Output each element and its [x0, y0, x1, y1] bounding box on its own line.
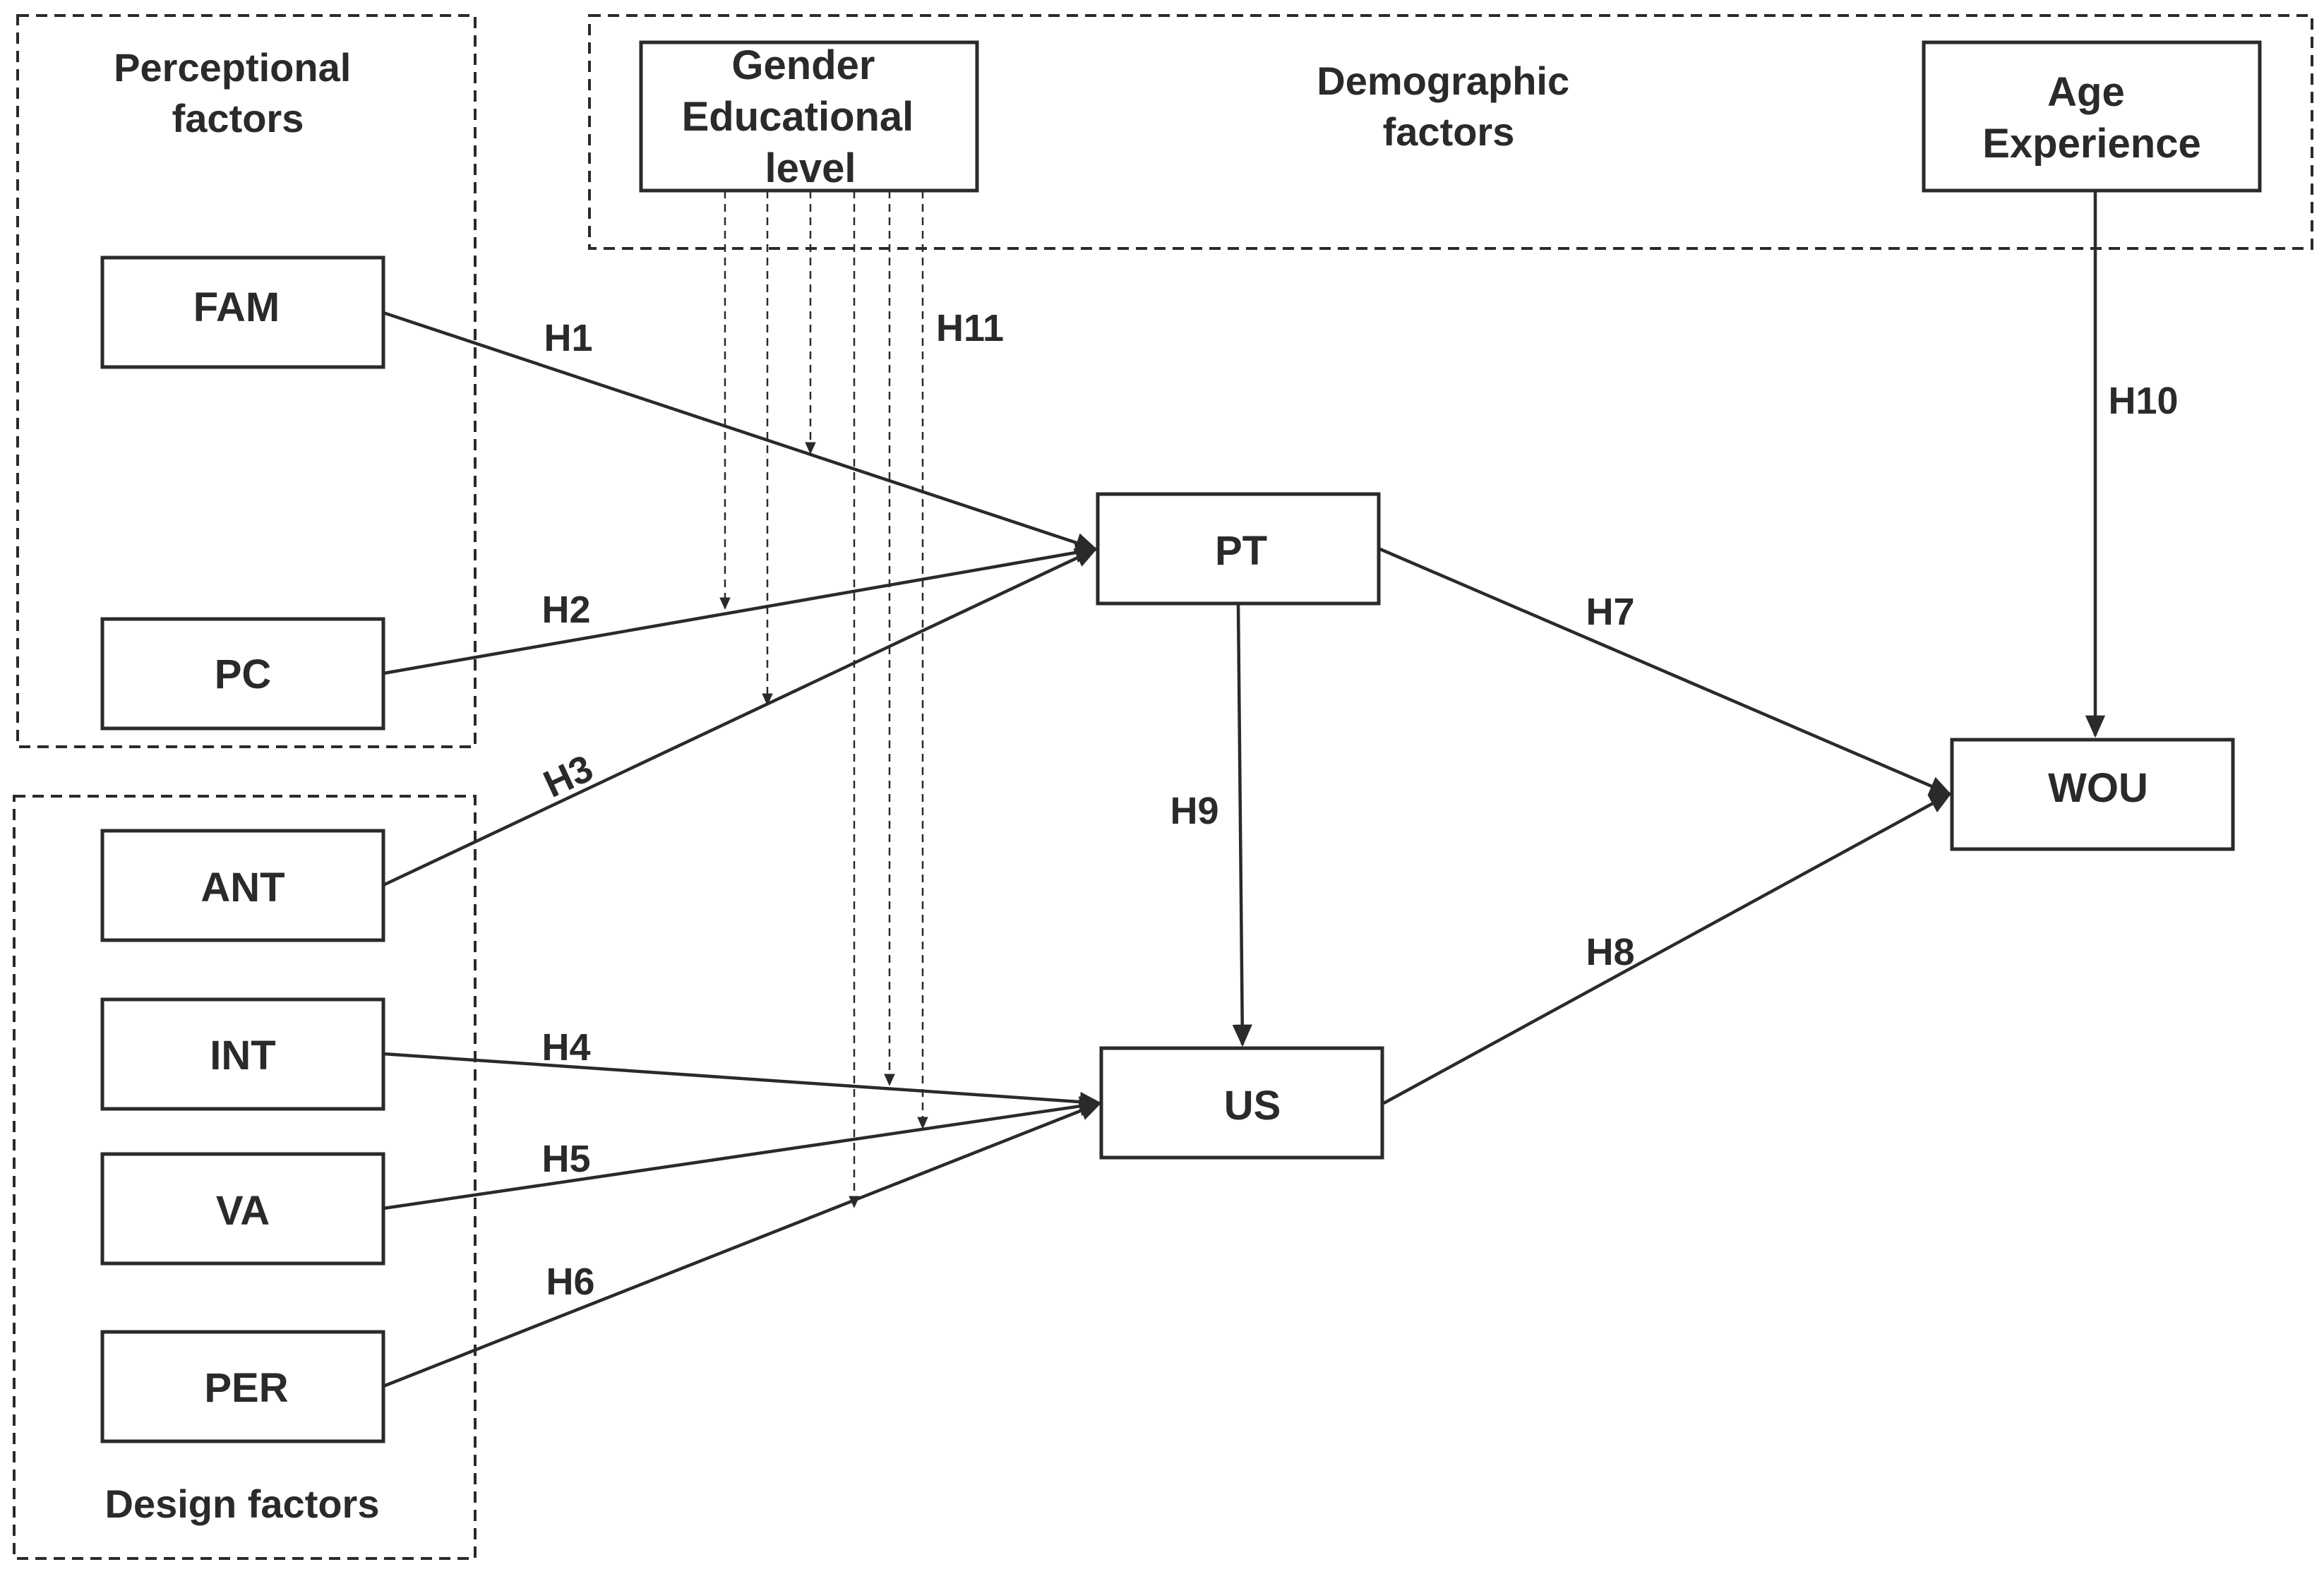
group-perceptional-factors-border: [16, 14, 477, 748]
hypothesis-label-h4: H4: [541, 1026, 590, 1069]
node-va-label: VA: [216, 1188, 270, 1234]
node-int-label: INT: [210, 1033, 275, 1079]
node-pt: PT: [1096, 492, 1381, 606]
group-label-perceptional-line-2: factors: [172, 96, 304, 140]
node-ant-label: ANT: [200, 865, 284, 911]
node-fam: FAM: [100, 256, 385, 369]
node-per: PER: [100, 1330, 385, 1443]
hypothesis-label-h7: H7: [1586, 591, 1634, 633]
edge-pt-wou: [1379, 547, 1952, 796]
node-gender-education-line-3: level: [765, 145, 856, 191]
edge-int-us: [383, 1052, 1103, 1112]
hypothesis-label-h8: H8: [1586, 931, 1634, 973]
group-label-perceptional-line-1: Perceptional: [114, 45, 351, 90]
group-label-perceptional: Perceptional factors: [114, 45, 362, 140]
node-gender-education-label: Gender Educational level: [682, 42, 926, 191]
edge-fam-pt: [383, 311, 1098, 553]
node-ant: ANT: [100, 829, 385, 942]
hypothesis-label-h1: H1: [544, 317, 592, 359]
edge-ant-pt: [383, 547, 1098, 887]
group-label-design: Design factors: [105, 1482, 380, 1526]
node-int: INT: [100, 997, 385, 1111]
hypothesis-label-h2: H2: [541, 589, 590, 631]
node-age-experience-line-2: Experience: [1982, 121, 2201, 167]
group-design-factors-border: [13, 795, 477, 1560]
hypothesis-label-h10: H10: [2108, 380, 2178, 422]
node-pt-label: PT: [1215, 528, 1267, 574]
group-label-demographic-line-1: Demographic: [1317, 59, 1569, 103]
hypothesis-label-h3: H3: [537, 747, 599, 806]
node-gender-education-line-1: Gender: [731, 42, 875, 88]
node-age-experience-line-1: Age: [2047, 69, 2125, 115]
node-pc-label: PC: [215, 651, 272, 697]
hypothesis-label-h9: H9: [1170, 790, 1218, 832]
hypothesis-label-h6: H6: [546, 1261, 594, 1303]
node-age-experience: Age Experience: [1922, 40, 2262, 193]
node-us: US: [1099, 1046, 1384, 1160]
group-label-demographic-line-2: factors: [1383, 109, 1515, 154]
edge-pt-us: [1232, 603, 1252, 1047]
node-per-label: PER: [204, 1365, 288, 1411]
group-label-design-line-1: Design factors: [105, 1482, 380, 1526]
node-fam-label: FAM: [193, 284, 280, 330]
hypothesis-label-h5: H5: [541, 1138, 590, 1180]
node-wou-label: WOU: [2048, 765, 2148, 811]
node-us-label: US: [1224, 1083, 1281, 1129]
node-wou: WOU: [1950, 738, 2235, 851]
node-va: VA: [100, 1152, 385, 1266]
node-gender-education: Gender Educational level: [639, 40, 979, 193]
hypothesis-label-h11: H11: [936, 307, 1004, 349]
node-gender-education-line-2: Educational: [682, 94, 914, 140]
node-pc: PC: [100, 617, 385, 731]
edge-va-us: [383, 1096, 1103, 1210]
edge-pc-pt: [383, 542, 1098, 675]
edge-per-us: [383, 1101, 1102, 1388]
edge-us-wou: [1382, 793, 1952, 1105]
node-age-experience-label: Age Experience: [1982, 69, 2201, 167]
group-demographic-factors-border: [588, 14, 2313, 250]
group-label-demographic: Demographic factors: [1317, 59, 1580, 154]
